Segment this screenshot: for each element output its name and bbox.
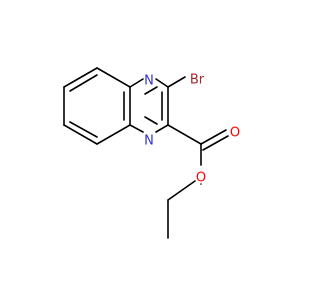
bond [129,78,144,88]
bromine-label: Br [190,73,205,88]
bond [155,78,169,88]
nitrogen-label: N [144,74,154,89]
bond [96,67,131,88]
bond [200,129,227,145]
bond [144,86,158,95]
bond [167,76,186,88]
oxygen-label: O [196,171,206,186]
bond [63,124,98,145]
bond [129,124,144,133]
bond [167,124,202,145]
bond [167,180,196,201]
bond [69,74,98,92]
bond [155,124,169,133]
bond [96,124,131,145]
bond [144,116,158,125]
oxygen-label: O [230,126,240,141]
molecule-diagram: N N Br O O [63,67,240,239]
bond [202,135,229,151]
nitrogen-label: N [144,134,154,149]
bond [69,121,98,138]
bond [63,67,98,88]
